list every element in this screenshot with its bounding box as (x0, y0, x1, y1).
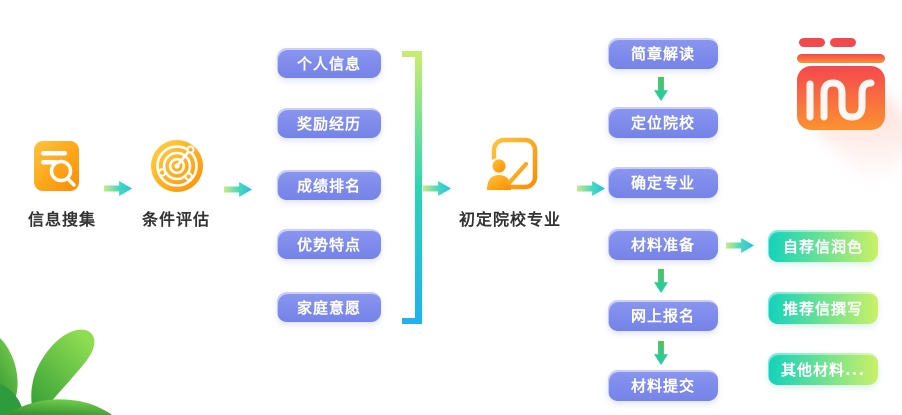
process-step-pill: 网上报名 (608, 300, 718, 331)
flow-arrow-right-icon (423, 181, 451, 196)
plant-decoration (0, 329, 112, 415)
material-item-pill: 自荐信润色 (768, 230, 878, 262)
assessment-item-pill: 成绩排名 (277, 170, 381, 200)
process-step-pill: 简章解读 (608, 38, 718, 69)
material-item-pill: 推荐信撰写 (768, 292, 878, 324)
flow-arrow-down-icon (654, 77, 668, 101)
document-search-icon (34, 141, 79, 191)
radar-icon (151, 140, 203, 192)
group-bracket (402, 51, 422, 324)
process-step-pill: 确定专业 (608, 167, 718, 198)
material-item-pill: 其他材料... (768, 353, 878, 385)
flow-arrow-down-icon (654, 341, 668, 365)
assessment-item-pill: 奖励经历 (277, 108, 381, 138)
brand-logo-icon (797, 38, 885, 130)
process-step-pill: 定位院校 (608, 107, 718, 138)
process-step-pill: 材料准备 (608, 229, 718, 260)
assessment-item-pill: 家庭意愿 (277, 292, 381, 322)
flow-arrow-right-icon (104, 181, 132, 196)
school-major-icon (484, 137, 538, 190)
step-label-info-collection: 信息搜集 (27, 210, 96, 229)
flow-arrow-down-icon (654, 269, 668, 293)
assessment-item-pill: 个人信息 (277, 48, 381, 78)
flow-arrow-right-icon (224, 182, 252, 197)
assessment-item-pill: 优势特点 (277, 229, 381, 259)
flow-arrow-right-icon (726, 238, 754, 253)
step-label-condition-assessment: 条件评估 (141, 210, 210, 229)
flow-arrow-right-icon (577, 181, 605, 196)
process-step-pill: 材料提交 (608, 370, 718, 401)
step-label-preliminary-selection: 初定院校专业 (458, 210, 561, 229)
